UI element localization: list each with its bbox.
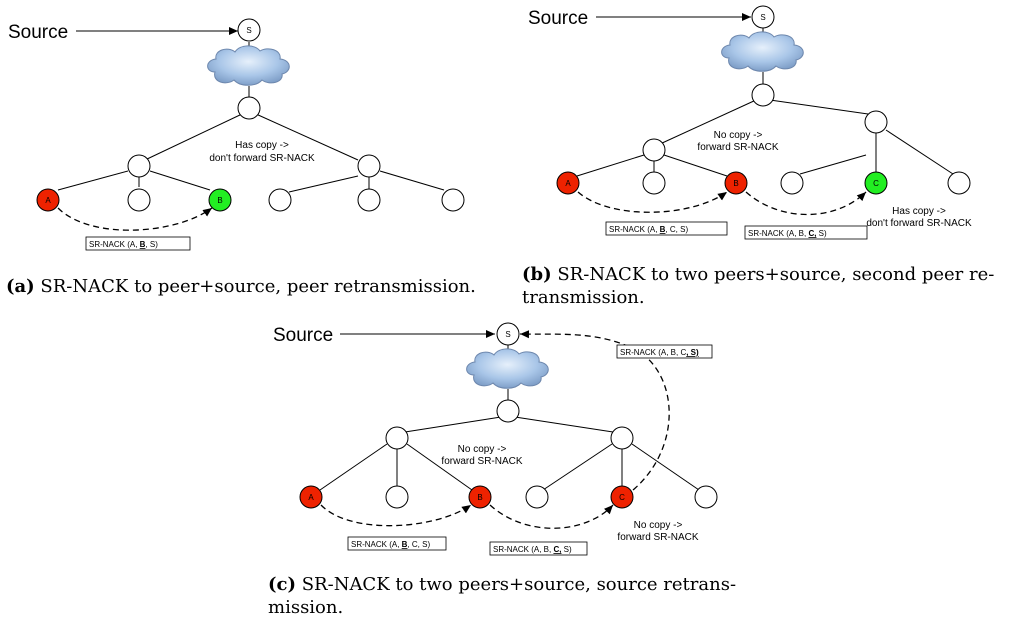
caption-c: (c) SR-NACK to two peers+source, source … <box>268 573 736 619</box>
peer-node-c <box>610 485 634 509</box>
peer-node-a <box>556 171 580 195</box>
source-label: Source <box>528 8 588 29</box>
nack-path-b-to-c <box>489 504 614 529</box>
router-right <box>864 110 888 134</box>
nack-path-b-to-c <box>745 191 867 216</box>
note-has-copy-line2: don't forward SR-NACK <box>866 218 972 229</box>
note-no-copy-line2: forward SR-NACK <box>441 456 522 467</box>
caption-c-line1: SR-NACK to two peers+source, source retr… <box>296 574 737 595</box>
peer-node-b-label: B <box>733 179 738 188</box>
caption-a: (a) SR-NACK to peer+source, peer retrans… <box>6 275 476 298</box>
nack-box <box>347 536 447 551</box>
nack-box <box>489 541 588 556</box>
peer-node-a-label: A <box>45 196 51 205</box>
caption-b: (b) SR-NACK to two peers+source, second … <box>522 263 994 309</box>
peer-node <box>441 188 465 212</box>
peer-node-b <box>724 171 748 195</box>
peer-node-c-label: C <box>873 179 879 188</box>
nack-box-text: SR-NACK (A, B, S) <box>89 240 158 249</box>
nack-box-text: SR-NACK (A, B, C, S) <box>620 348 699 357</box>
nack-box <box>616 344 713 359</box>
nack-path-a-to-b <box>57 207 213 231</box>
caption-c-label: (c) <box>268 574 296 595</box>
nack-box-text: SR-NACK (A, B, C, S) <box>493 545 572 554</box>
source-node <box>751 5 775 29</box>
source-node <box>237 18 261 42</box>
peer-node-b <box>468 485 492 509</box>
note-has-copy-line1: Has copy -> <box>235 140 289 151</box>
peer-node-b-label: B <box>217 196 222 205</box>
panel-a-diagram: Source S A B Has co <box>8 18 465 251</box>
source-node <box>496 322 520 346</box>
panel-c-tree-links <box>319 389 700 491</box>
peer-node-a-label: A <box>308 493 314 502</box>
peer-node-a <box>36 188 60 212</box>
router-left <box>385 426 409 450</box>
peer-node <box>268 188 292 212</box>
peer-node <box>947 171 971 195</box>
router-left <box>127 154 151 178</box>
note-has-copy-line2: don't forward SR-NACK <box>209 153 315 164</box>
router-root <box>751 83 775 107</box>
network-cloud <box>721 31 804 72</box>
peer-node <box>357 188 381 212</box>
nack-box <box>744 225 868 240</box>
source-node-label: S <box>505 330 510 339</box>
caption-a-text: SR-NACK to peer+source, peer retransmiss… <box>34 276 476 297</box>
nack-path-c-to-source <box>519 330 670 491</box>
note-no-copy-line1: No copy -> <box>634 520 683 531</box>
network-cloud <box>207 45 290 86</box>
peer-node-a-label: A <box>565 179 571 188</box>
peer-node-b-label: B <box>477 493 482 502</box>
panel-b-tree-links <box>576 72 954 177</box>
peer-node-c-label: C <box>619 493 625 502</box>
peer-node <box>525 485 549 509</box>
nack-box-text: SR-NACK (A, B, C, S) <box>351 540 430 549</box>
router-right <box>357 154 381 178</box>
router-root <box>237 96 261 120</box>
peer-node <box>642 171 666 195</box>
nack-path-a-to-b <box>577 191 728 213</box>
note-no-copy-line1: No copy -> <box>458 444 507 455</box>
note-has-copy-line1: Has copy -> <box>892 206 946 217</box>
network-cloud <box>466 348 549 389</box>
peer-node-a <box>299 485 323 509</box>
note-no-copy-line2: forward SR-NACK <box>617 532 698 543</box>
peer-node <box>385 485 409 509</box>
source-label: Source <box>273 325 333 346</box>
router-root <box>496 399 520 423</box>
peer-node <box>780 171 804 195</box>
source-label: Source <box>8 22 68 43</box>
router-left <box>642 138 666 162</box>
nack-box-text: SR-NACK (A, B, C, S) <box>609 225 688 234</box>
panel-c-diagram: Source S A B C No copy -> <box>273 322 718 556</box>
caption-b-line1: SR-NACK to two peers+source, second peer… <box>551 264 995 285</box>
caption-c-line2: mission. <box>268 597 344 618</box>
peer-node <box>694 485 718 509</box>
nack-box-text: SR-NACK (A, B, C, S) <box>748 229 827 238</box>
router-right <box>610 426 634 450</box>
caption-a-label: (a) <box>6 276 35 297</box>
caption-b-line2: transmission. <box>522 287 645 308</box>
peer-node-c <box>864 171 888 195</box>
panel-b-diagram: Source S A B C No copy -> <box>528 5 972 240</box>
nack-box <box>85 236 191 251</box>
caption-b-label: (b) <box>522 264 552 285</box>
source-node-label: S <box>246 26 251 35</box>
nack-box <box>605 221 728 236</box>
peer-node <box>127 188 151 212</box>
nack-path-a-to-b <box>320 504 472 527</box>
peer-node-b <box>208 188 232 212</box>
note-no-copy-line1: No copy -> <box>714 130 763 141</box>
panel-a-tree-links <box>57 86 445 193</box>
source-node-label: S <box>760 13 765 22</box>
note-no-copy-line2: forward SR-NACK <box>697 142 778 153</box>
